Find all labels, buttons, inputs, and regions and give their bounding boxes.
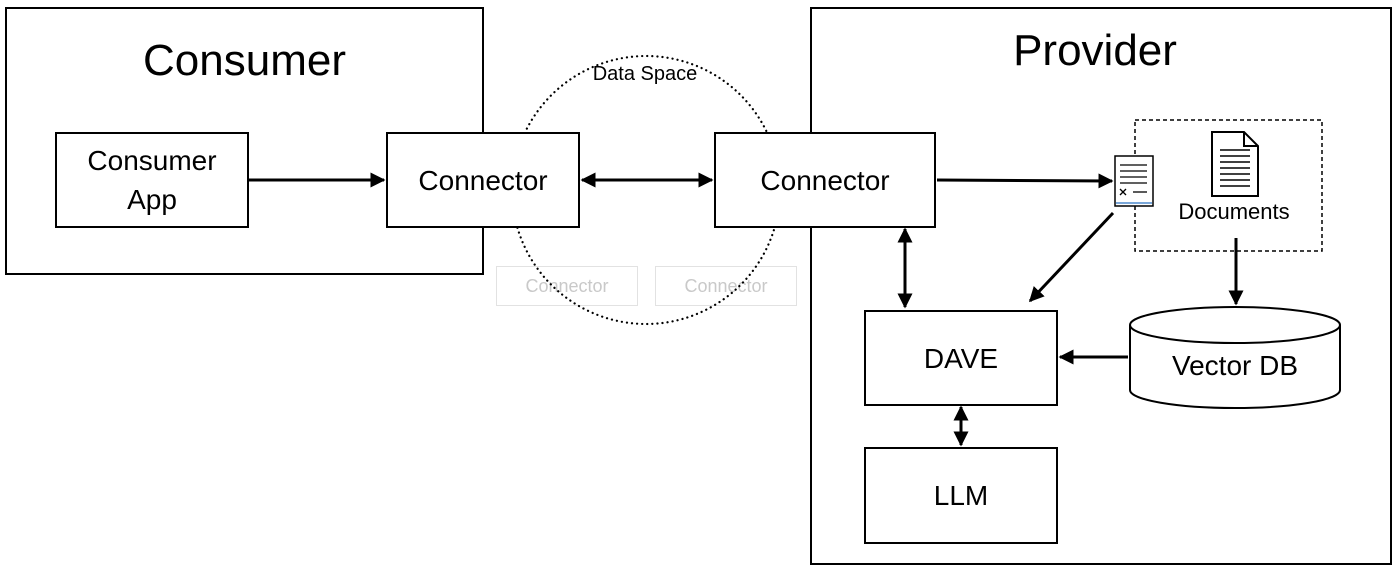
data-space-label: Data Space (592, 63, 698, 85)
provider-connector-box: Connector (714, 132, 936, 228)
policy-document-icon (1114, 155, 1154, 207)
provider-title: Provider (1013, 26, 1177, 75)
consumer-title: Consumer (143, 36, 346, 85)
documents-label: Documents (1178, 199, 1290, 224)
consumer-connector-label: Connector (418, 164, 548, 196)
provider-connector-label: Connector (760, 164, 890, 196)
llm-box: LLM (864, 447, 1058, 544)
document-icon (1211, 131, 1259, 197)
llm-label: LLM (933, 480, 989, 511)
arrow-policy-to-dave (1028, 211, 1115, 303)
dave-label: DAVE (923, 342, 999, 374)
dave-box: DAVE (864, 310, 1058, 406)
data-space-member-connector-2: Connector (655, 266, 797, 306)
vector-db-label: Vector DB (1171, 350, 1299, 381)
consumer-connector-box: Connector (386, 132, 580, 228)
vector-db-cylinder (1129, 306, 1341, 409)
consumer-app-box: Consumer App (55, 132, 249, 228)
arrow-connector-to-policy (936, 173, 1114, 189)
consumer-app-label-line1: Consumer (87, 145, 217, 176)
data-space-member-connector-1: Connector (496, 266, 638, 306)
consumer-app-label-line2: App (127, 184, 177, 215)
